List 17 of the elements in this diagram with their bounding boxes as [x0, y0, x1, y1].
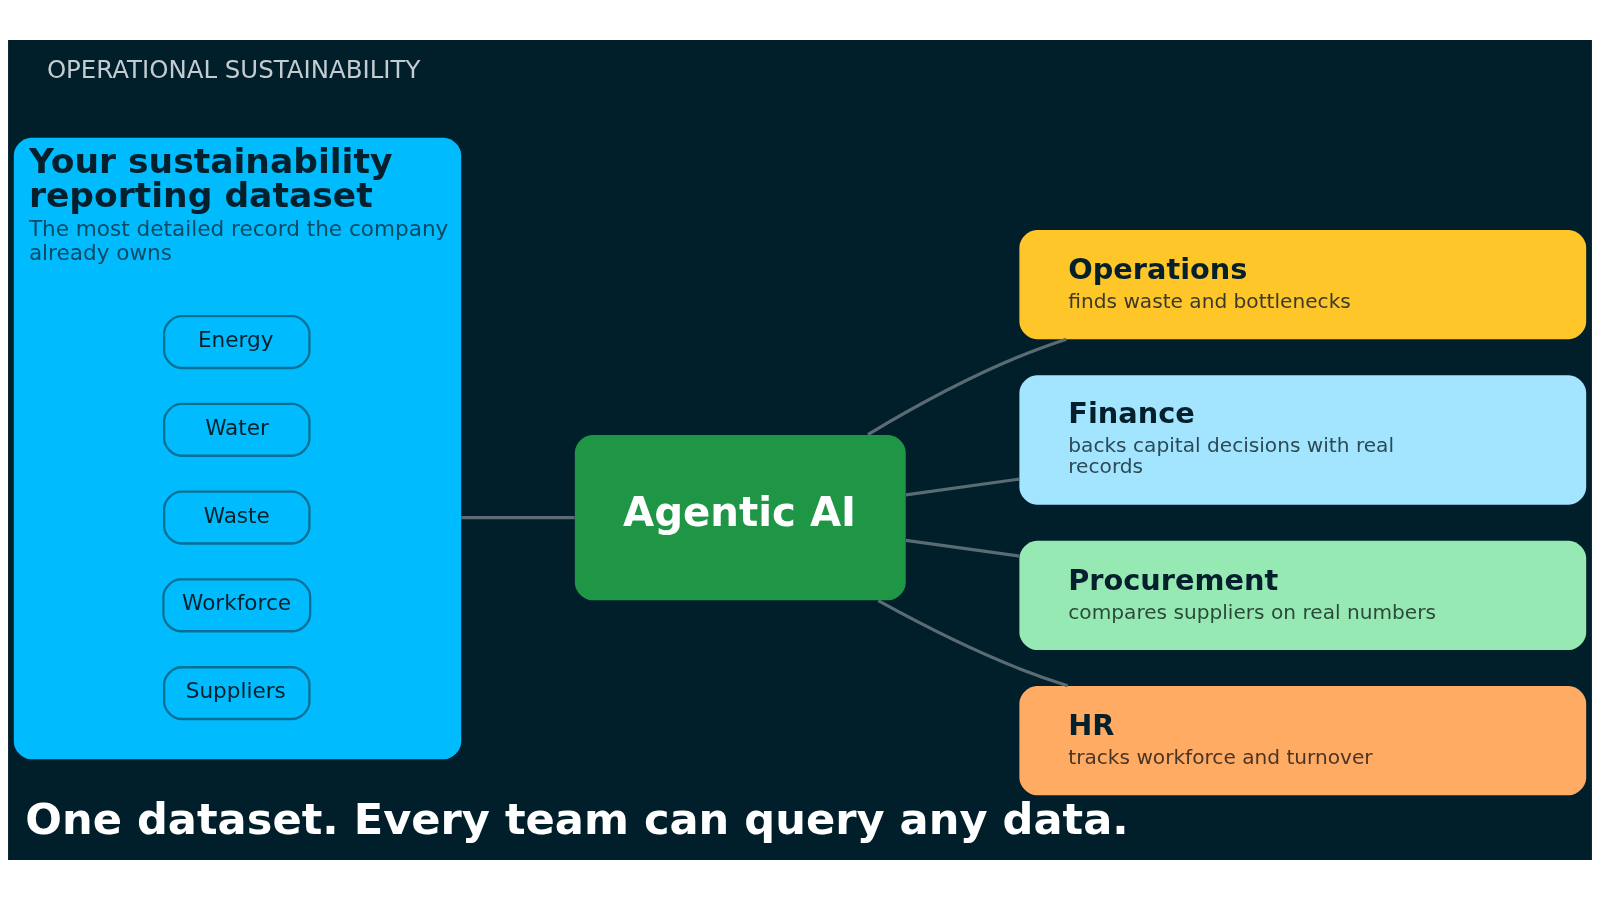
node-box: Waste — [163, 490, 311, 545]
connector — [461, 516, 575, 520]
node-box: Suppliers — [163, 666, 311, 721]
node-box: Workforce — [162, 578, 312, 633]
node-box: Water — [163, 402, 311, 457]
node-box: Operations finds waste and bottlenecks — [1019, 229, 1587, 340]
node-box: HR tracks workforce and turnover — [1019, 685, 1587, 796]
node-box: Agentic AI — [574, 434, 906, 601]
node-box: Energy — [163, 315, 311, 370]
node-box: Finance backs capital decisions with real records — [1019, 375, 1587, 505]
node-box: Procurement compares suppliers on real numbers — [1019, 540, 1587, 650]
caption: One dataset. Every team can query any data. — [25, 794, 1129, 845]
connector — [877, 599, 1069, 688]
connector — [905, 477, 1020, 497]
connector — [867, 337, 1067, 436]
connector — [905, 538, 1020, 558]
diagram-title: OPERATIONAL SUSTAINABILITY — [46, 54, 421, 84]
